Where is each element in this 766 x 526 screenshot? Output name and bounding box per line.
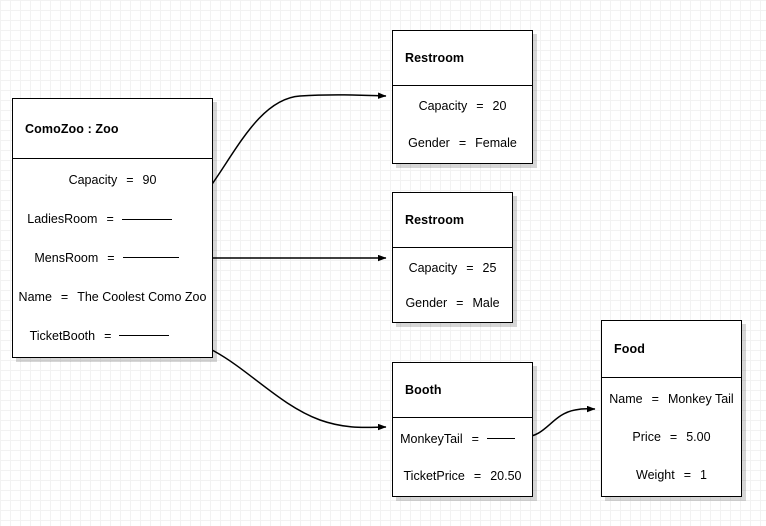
attribute-name: Gender [405, 295, 448, 310]
object-header-comozoo: ComoZoo : Zoo [13, 99, 212, 159]
object-title: Food [614, 342, 645, 356]
connector-monkeytail [523, 405, 596, 438]
attribute-equals: = [107, 250, 115, 265]
object-attributes-restroom-mens: Capacity = 25 Gender = Male [393, 248, 512, 322]
object-attributes-booth: MonkeyTail = TicketPrice = 20.50 [393, 418, 532, 496]
attribute-equals: = [126, 173, 134, 188]
attribute-row-link: TicketBooth = [13, 326, 212, 346]
attribute-name: Price [632, 430, 661, 444]
attribute-row: Name = The Coolest Como Zoo [13, 287, 212, 307]
attribute-value: 20.50 [490, 468, 522, 483]
attribute-equals: = [471, 431, 479, 446]
attribute-value: Male [472, 295, 500, 310]
object-title: ComoZoo : Zoo [25, 121, 119, 136]
object-box-comozoo[interactable]: ComoZoo : Zoo Capacity = 90 LadiesRoom =… [12, 98, 213, 358]
object-header-food: Food [602, 321, 741, 378]
attribute-name: TicketPrice [403, 468, 465, 483]
attribute-equals: = [683, 468, 692, 482]
object-header-restroom-mens: Restroom [393, 193, 512, 248]
object-box-booth[interactable]: Booth MonkeyTail = TicketPrice = 20.50 [392, 362, 533, 497]
attribute-equals: = [106, 212, 114, 227]
object-header-booth: Booth [393, 363, 532, 418]
attribute-value: The Coolest Como Zoo [77, 289, 207, 304]
attribute-row-link: LadiesRoom = [13, 209, 212, 229]
attribute-equals: = [476, 99, 484, 114]
attribute-name: Gender [408, 135, 450, 150]
attribute-row: Price = 5.00 [602, 427, 741, 447]
attribute-equals: = [456, 295, 464, 310]
object-attributes-restroom-ladies: Capacity = 20 Gender = Female [393, 86, 532, 163]
attribute-name: TicketBooth [29, 328, 96, 343]
attribute-equals: = [669, 430, 678, 444]
attribute-name: Capacity [408, 260, 458, 275]
link-stub [121, 218, 172, 220]
attribute-name: MonkeyTail [400, 431, 463, 446]
link-stub [486, 438, 515, 439]
attribute-value: 90 [142, 173, 157, 188]
attribute-equals: = [466, 260, 474, 275]
attribute-row-link: MensRoom = [13, 248, 212, 268]
link-stub [119, 335, 170, 337]
attribute-value: 5.00 [686, 430, 711, 444]
object-attributes-comozoo: Capacity = 90 LadiesRoom = MensRoom = Na… [13, 159, 212, 357]
attribute-name: Capacity [68, 173, 118, 188]
attribute-row: Name = Monkey Tail [602, 389, 741, 409]
attribute-name: Weight [636, 468, 675, 482]
attribute-name: Capacity [418, 99, 468, 114]
attribute-row: Capacity = 90 [13, 170, 212, 190]
attribute-row-link: MonkeyTail = [393, 429, 532, 449]
object-attributes-food: Name = Monkey Tail Price = 5.00 Weight =… [602, 378, 741, 496]
attribute-name: Name [609, 392, 643, 406]
attribute-row: Gender = Male [393, 293, 512, 313]
object-box-food[interactable]: Food Name = Monkey Tail Price = 5.00 Wei… [601, 320, 742, 497]
object-title: Restroom [405, 51, 465, 65]
attribute-name: LadiesRoom [27, 212, 98, 227]
attribute-row: Capacity = 25 [393, 258, 512, 278]
attribute-equals: = [60, 289, 69, 304]
object-title: Restroom [405, 213, 465, 227]
object-header-restroom-ladies: Restroom [393, 31, 532, 86]
attribute-value: 20 [492, 99, 507, 114]
attribute-name: Name [18, 289, 52, 304]
attribute-value: Female [475, 135, 517, 150]
attribute-row: Capacity = 20 [393, 96, 532, 116]
object-box-restroom-ladies[interactable]: Restroom Capacity = 20 Gender = Female [392, 30, 533, 164]
link-stub [122, 257, 179, 259]
attribute-equals: = [104, 328, 112, 343]
attribute-value: 1 [700, 468, 707, 482]
object-box-restroom-mens[interactable]: Restroom Capacity = 25 Gender = Male [392, 192, 513, 323]
attribute-row: TicketPrice = 20.50 [393, 466, 532, 486]
attribute-name: MensRoom [34, 250, 99, 265]
object-title: Booth [405, 383, 442, 397]
attribute-value: 25 [482, 260, 497, 275]
attribute-equals: = [458, 135, 467, 150]
attribute-value: Monkey Tail [667, 392, 734, 406]
attribute-row: Weight = 1 [602, 465, 741, 485]
attribute-equals: = [473, 468, 482, 483]
attribute-equals: = [651, 392, 659, 406]
attribute-row: Gender = Female [393, 133, 532, 153]
